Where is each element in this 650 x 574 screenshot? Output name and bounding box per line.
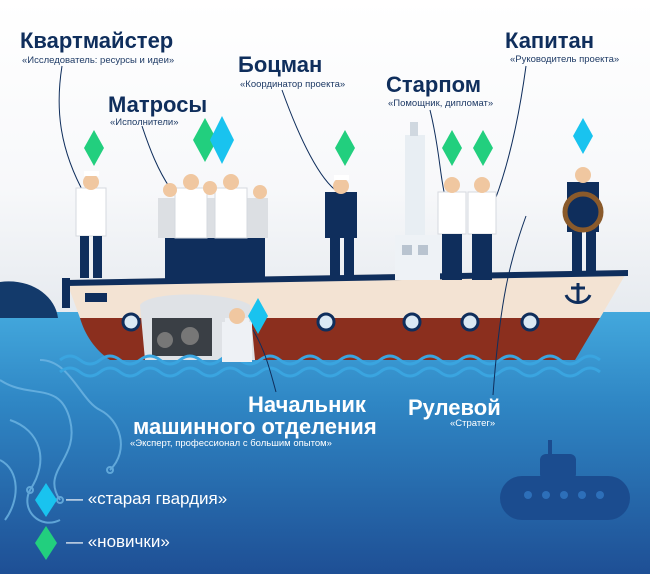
- sailors-group-figure: [158, 174, 268, 280]
- captain-figure: [562, 167, 604, 272]
- engineer-figure: [222, 308, 252, 362]
- diamond-icon: [210, 116, 234, 164]
- legend-old-guard-diamond-icon: [35, 483, 57, 517]
- crew-figures: [75, 167, 604, 362]
- diamond-icon: [442, 130, 462, 166]
- diamond-icon: [193, 118, 217, 162]
- superstructure: [395, 122, 440, 280]
- ship-wheel-icon: [562, 191, 604, 233]
- octopus-head: [0, 281, 58, 318]
- chief-engineer-title-line1: Начальник: [248, 392, 366, 417]
- sky-background: [0, 0, 650, 316]
- role-diamonds: [84, 116, 593, 334]
- helmsman-title: Рулевой: [408, 395, 501, 420]
- anchor-icon: [564, 283, 592, 304]
- quartermaster-subtitle: «Исследователь: ресурсы и идеи»: [22, 55, 175, 66]
- diamond-icon: [573, 118, 593, 154]
- portholes: [121, 312, 540, 332]
- boatswain-title: Боцман: [238, 52, 323, 77]
- diamond-icon: [473, 130, 493, 166]
- sailors-title: Матросы: [108, 92, 208, 117]
- quartermaster-figure: [75, 171, 107, 278]
- diamond-icon: [84, 130, 104, 166]
- captain-subtitle: «Руководитель проекта»: [510, 54, 620, 65]
- pointer-lines: [58, 65, 527, 396]
- first-mate-title: Старпом: [386, 72, 482, 97]
- waves: [59, 354, 601, 378]
- quartermaster-title: Квартмайстер: [20, 28, 174, 53]
- submarine-illustration: [500, 440, 630, 520]
- boatswain-figure: [325, 175, 357, 280]
- captain-title: Капитан: [505, 28, 595, 53]
- legend-newcomers-label: — «новички»: [66, 532, 170, 551]
- legend-newcomers-diamond-icon: [35, 526, 57, 560]
- boatswain-subtitle: «Координатор проекта»: [240, 79, 346, 90]
- diamond-icon: [248, 298, 268, 334]
- sailors-subtitle: «Исполнители»: [110, 117, 179, 128]
- first-mate-subtitle: «Помощник, дипломат»: [388, 98, 494, 109]
- diamond-icon: [335, 130, 355, 166]
- helmsman-subtitle: «Стратег»: [450, 418, 496, 429]
- chief-engineer-subtitle: «Эксперт, профессионал с большим опытом»: [130, 438, 332, 449]
- chief-engineer-title-line2: машинного отделения: [133, 414, 377, 439]
- legend-old-guard-label: — «старая гвардия»: [66, 489, 228, 508]
- officers-figure: [437, 177, 497, 280]
